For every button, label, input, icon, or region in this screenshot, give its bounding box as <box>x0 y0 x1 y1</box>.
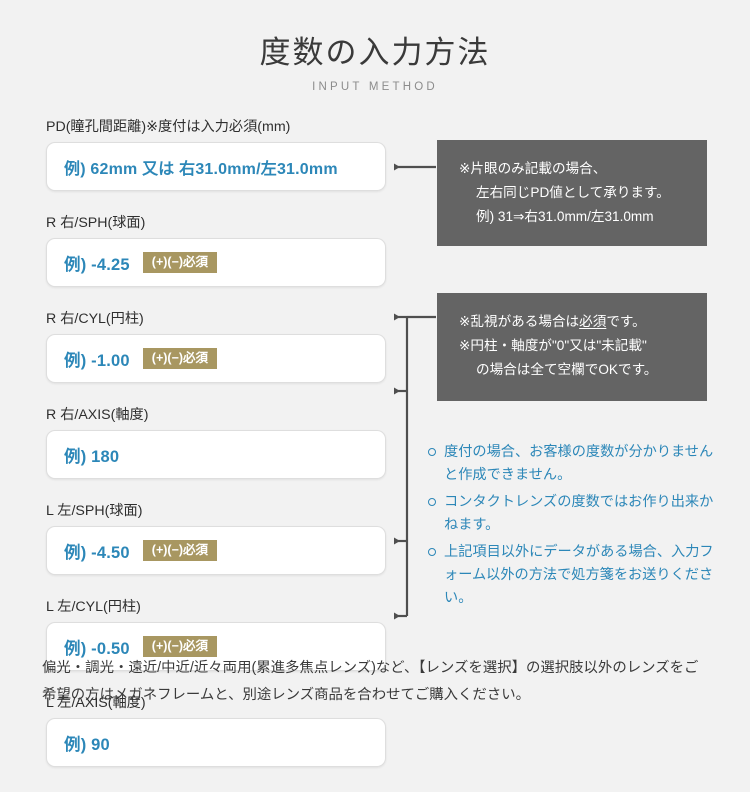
field-label-pd: PD(瞳孔間距離)※度付は入力必須(mm) <box>46 119 291 135</box>
circle-bullet-icon <box>428 498 436 506</box>
field-label-r-cyl: R 右/CYL(円柱) <box>46 311 144 327</box>
note-box-cyl: ※乱視がある場合は必須です。 ※円柱・軸度が"0"又は"未記載" の場合は全て空… <box>437 293 707 401</box>
note-cyl-underline: 必須 <box>579 314 607 329</box>
page-header: 度数の入力方法 INPUT METHOD <box>0 34 750 93</box>
input-l-axis[interactable]: 例) 90 <box>46 718 386 767</box>
note-box-pd: ※片眼のみ記載の場合、 左右同じPD値として承ります。 例) 31⇒右31.0m… <box>437 140 707 246</box>
note-pd-line-2: 左右同じPD値として承ります。 <box>476 184 670 200</box>
input-l-sph[interactable]: 例) -4.50 (+)(−)必須 <box>46 526 386 575</box>
prescription-form: PD(瞳孔間距離)※度付は入力必須(mm) 例) 62mm 又は 右31.0mm… <box>46 120 386 792</box>
field-label-l-axis: L 左/AXIS(軸度) <box>46 695 146 711</box>
note-pd-line-1: ※片眼のみ記載の場合、 <box>459 161 607 176</box>
field-group-l-cyl: L 左/CYL(円柱) 例) -0.50 (+)(−)必須 <box>46 600 386 671</box>
field-group-r-sph: R 右/SPH(球面) 例) -4.25 (+)(−)必須 <box>46 216 386 287</box>
list-item: コンタクトレンズの度数ではお作り出来かねます。 <box>428 491 718 537</box>
placeholder-pd: 例) 62mm 又は 右31.0mm/左31.0mm <box>64 160 338 178</box>
bullet-text-3: 上記項目以外にデータがある場合、入力フォーム以外の方法で処方箋をお送りください。 <box>444 544 714 606</box>
page-title: 度数の入力方法 <box>259 35 491 70</box>
field-group-pd: PD(瞳孔間距離)※度付は入力必須(mm) 例) 62mm 又は 右31.0mm… <box>46 120 386 191</box>
required-badge-l-sph: (+)(−)必須 <box>142 539 218 562</box>
note-cyl-line-1-suffix: です。 <box>606 314 646 329</box>
field-label-r-axis: R 右/AXIS(軸度) <box>46 407 149 423</box>
page-subtitle: INPUT METHOD <box>312 80 438 93</box>
input-r-axis[interactable]: 例) 180 <box>46 430 386 479</box>
field-group-r-cyl: R 右/CYL(円柱) 例) -1.00 (+)(−)必須 <box>46 312 386 383</box>
list-item: 度付の場合、お客様の度数が分かりませんと作成できません。 <box>428 441 718 487</box>
footer-note: 偏光・調光・遠近/中近/近々両用(累進多焦点レンズ)など、【レンズを選択】の選択… <box>42 660 699 703</box>
note-cyl-line-2: ※円柱・軸度が"0"又は"未記載" <box>459 337 647 353</box>
note-cyl-line-1: ※乱視がある場合は必須です。 <box>459 310 687 334</box>
placeholder-l-sph: 例) -4.50 <box>64 543 130 562</box>
bullet-text-1: 度付の場合、お客様の度数が分かりませんと作成できません。 <box>444 444 714 483</box>
input-r-cyl[interactable]: 例) -1.00 (+)(−)必須 <box>46 334 386 383</box>
required-badge-r-cyl: (+)(−)必須 <box>142 347 218 370</box>
input-pd[interactable]: 例) 62mm 又は 右31.0mm/左31.0mm <box>46 142 386 191</box>
note-pd-line-3: 例) 31⇒右31.0mm/左31.0mm <box>476 208 654 224</box>
circle-bullet-icon <box>428 548 436 556</box>
placeholder-r-sph: 例) -4.25 <box>64 255 130 274</box>
circle-bullet-icon <box>428 448 436 456</box>
placeholder-r-cyl: 例) -1.00 <box>64 351 130 370</box>
field-label-r-sph: R 右/SPH(球面) <box>46 215 146 231</box>
list-item: 上記項目以外にデータがある場合、入力フォーム以外の方法で処方箋をお送りください。 <box>428 541 718 610</box>
field-group-r-axis: R 右/AXIS(軸度) 例) 180 <box>46 408 386 479</box>
field-label-l-cyl: L 左/CYL(円柱) <box>46 599 141 615</box>
placeholder-l-cyl: 例) -0.50 <box>64 639 130 658</box>
bullet-text-2: コンタクトレンズの度数ではお作り出来かねます。 <box>444 494 714 533</box>
placeholder-l-axis: 例) 90 <box>64 735 110 754</box>
placeholder-r-axis: 例) 180 <box>64 447 120 466</box>
input-method-page: 度数の入力方法 INPUT METHOD PD(瞳孔間距離)※度付は入力必須(m… <box>0 34 750 767</box>
note-cyl-line-3: の場合は全て空欄でOKです。 <box>476 361 658 377</box>
field-group-l-sph: L 左/SPH(球面) 例) -4.50 (+)(−)必須 <box>46 504 386 575</box>
required-badge-r-sph: (+)(−)必須 <box>142 251 218 274</box>
input-l-cyl[interactable]: 例) -0.50 (+)(−)必須 <box>46 622 386 671</box>
bullet-list: 度付の場合、お客様の度数が分かりませんと作成できません。 コンタクトレンズの度数… <box>428 441 718 614</box>
input-r-sph[interactable]: 例) -4.25 (+)(−)必須 <box>46 238 386 287</box>
required-badge-l-cyl: (+)(−)必須 <box>142 635 218 658</box>
field-label-l-sph: L 左/SPH(球面) <box>46 503 143 519</box>
note-cyl-line-1-prefix: ※乱視がある場合は <box>459 314 580 329</box>
